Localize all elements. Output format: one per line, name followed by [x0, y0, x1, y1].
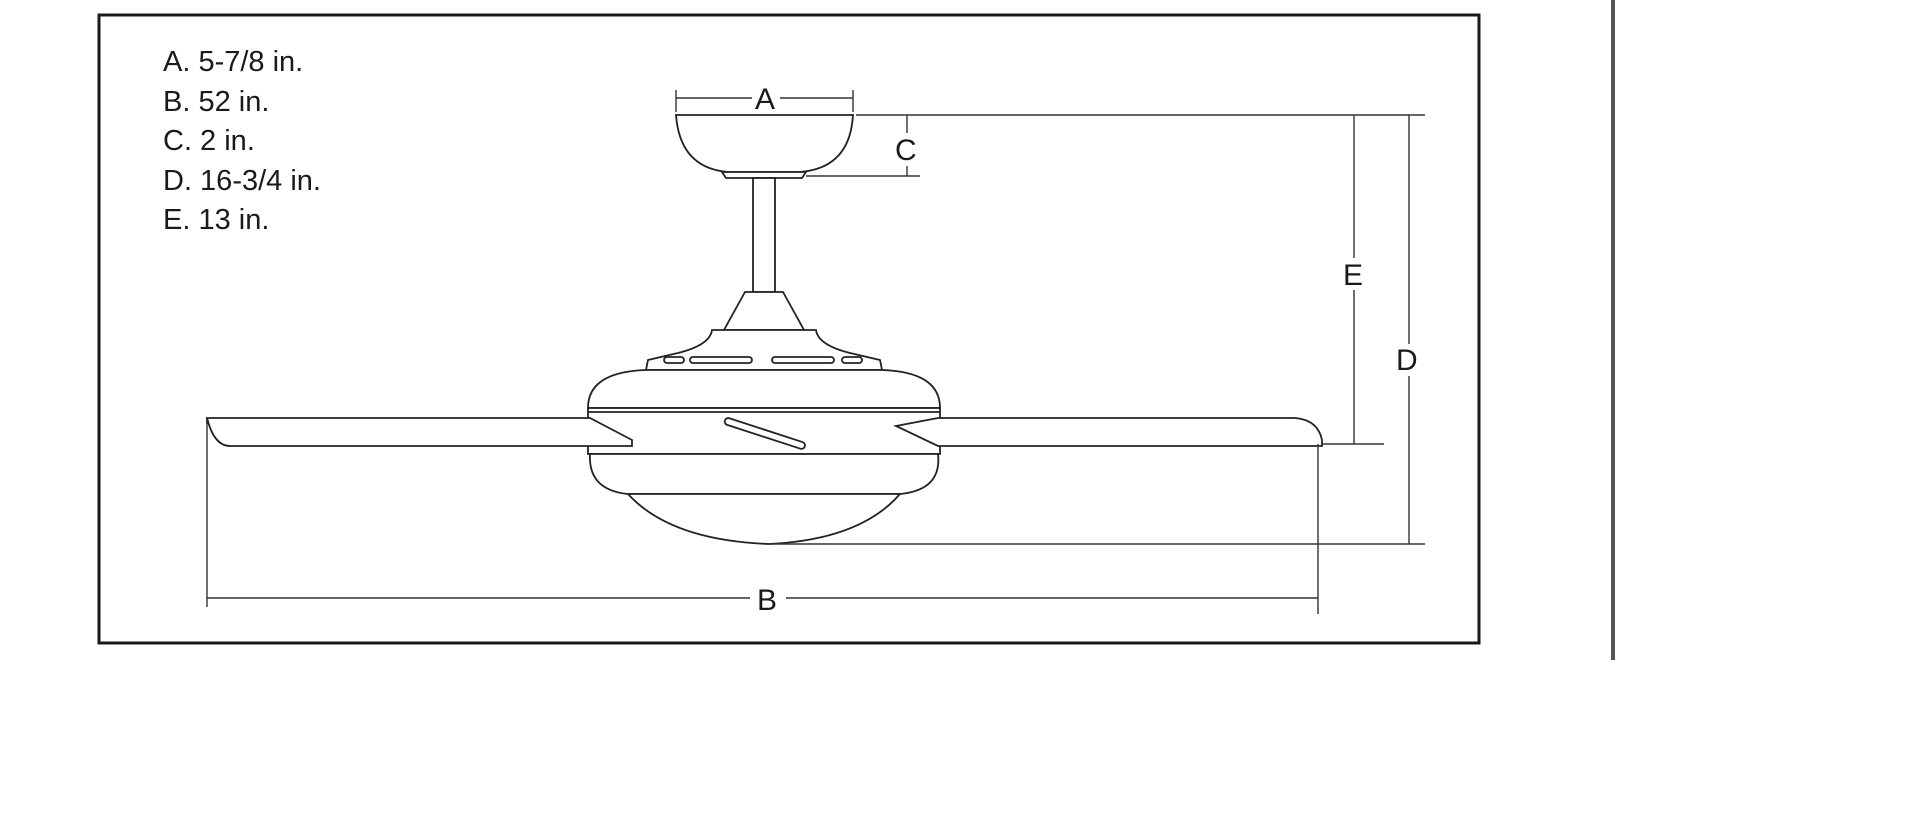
- vent-slot-4: [841, 356, 863, 364]
- fan-blade-right: [893, 417, 1323, 447]
- vent-slot-1: [663, 356, 685, 364]
- vent-slot-3: [771, 356, 835, 364]
- dim-label-e: E: [1343, 259, 1363, 292]
- dim-label-d: D: [1396, 344, 1418, 377]
- legend-item-c: C. 2 in.: [163, 125, 255, 157]
- motor-top-cap: [644, 329, 884, 371]
- vent-slot-2: [689, 356, 753, 364]
- ceiling-fan-drawing: [205, 114, 1323, 545]
- dimension-lines: A C E D B: [206, 83, 1425, 617]
- downrod-coupler: [722, 291, 806, 331]
- motor-housing-lower: [589, 453, 940, 495]
- legend-item-d: D. 16-3/4 in.: [163, 165, 321, 197]
- dimension-legend: A. 5-7/8 in. B. 52 in. C. 2 in. D. 16-3/…: [163, 46, 321, 236]
- canopy-base: [720, 171, 808, 179]
- motor-housing: [587, 369, 941, 409]
- light-kit-bowl: [625, 493, 902, 545]
- motor-slot: [723, 417, 806, 450]
- diagram-frame: [97, 13, 1481, 645]
- dim-label-a: A: [755, 83, 775, 116]
- legend-item-a: A. 5-7/8 in.: [163, 46, 303, 78]
- legend-item-b: B. 52 in.: [163, 86, 269, 118]
- dim-label-b: B: [757, 584, 777, 617]
- legend-item-e: E. 13 in.: [163, 204, 269, 236]
- fan-downrod: [752, 177, 776, 293]
- fan-canopy: [675, 114, 854, 173]
- fan-blade-left: [205, 417, 633, 447]
- dim-label-c: C: [895, 134, 917, 167]
